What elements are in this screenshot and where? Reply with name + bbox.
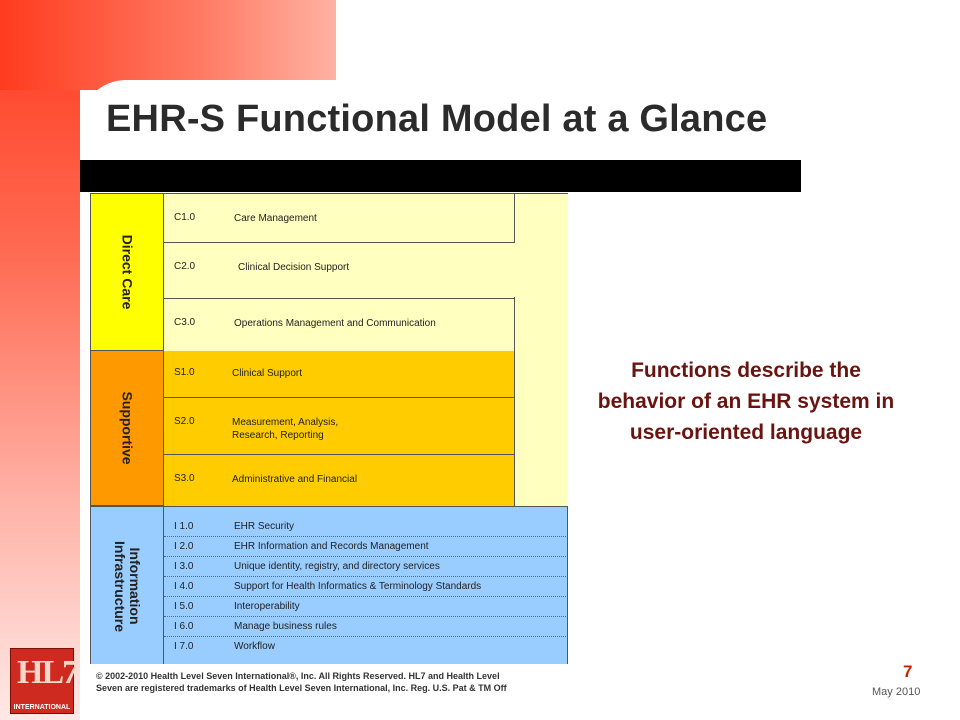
function-row-c2: C2.0 Clinical Decision Support <box>164 243 567 297</box>
function-name: Unique identity, registry, and directory… <box>234 561 440 572</box>
information-infrastructure-group: Information Infrastructure <box>91 506 567 664</box>
function-name: Manage business rules <box>234 621 337 632</box>
function-name: EHR Security <box>234 521 295 532</box>
function-row-i6: I 6.0 Manage business rules <box>164 617 566 637</box>
function-code: S1.0 <box>174 367 195 378</box>
function-name: Clinical Support <box>232 368 303 379</box>
copyright-notice: © 2002-2010 Health Level Seven Internati… <box>96 671 507 693</box>
function-row-i1: I 1.0 EHR Security <box>164 517 566 537</box>
function-row-i3: I 3.0 Unique identity, registry, and dir… <box>164 557 566 577</box>
function-row-i2: I 2.0 EHR Information and Records Manage… <box>164 537 566 557</box>
function-code: I 7.0 <box>174 641 194 652</box>
hl7-logo-mark: HL7 <box>17 654 79 691</box>
page-number: 7 <box>903 662 913 681</box>
information-infrastructure-label: Information Infrastructure <box>91 507 164 664</box>
function-row-s1: S1.0 Clinical Support <box>164 351 514 398</box>
left-gradient-band <box>0 0 80 720</box>
slide-title: EHR-S Functional Model at a Glance <box>106 98 768 140</box>
function-name: Measurement, Analysis, Research, Reporti… <box>232 417 339 441</box>
functional-model-diagram: Direct Care Supportive C1.0 Care Managem… <box>90 193 568 664</box>
slide-date: May 2010 <box>872 686 921 698</box>
function-code: S3.0 <box>174 473 195 484</box>
function-code: I 1.0 <box>174 521 194 532</box>
function-row-c1: C1.0 Care Management <box>164 194 514 243</box>
function-code: I 2.0 <box>174 541 194 552</box>
hl7-logo-subtitle: INTERNATIONAL <box>13 704 71 711</box>
information-infrastructure-label-text: Information Infrastructure <box>112 540 143 632</box>
model-right-column <box>514 194 568 506</box>
function-name: Care Management <box>234 213 317 224</box>
function-name: Support for Health Informatics & Termino… <box>234 581 482 592</box>
function-name: Interoperability <box>234 601 300 612</box>
direct-care-label-text: Direct Care <box>119 234 136 310</box>
function-row-i4: I 4.0 Support for Health Informatics & T… <box>164 577 566 597</box>
function-code: I 3.0 <box>174 561 194 572</box>
function-name: Clinical Decision Support <box>238 262 350 273</box>
function-name: Operations Management and Communication <box>234 318 436 329</box>
function-name: Administrative and Financial <box>232 474 358 485</box>
function-code: C3.0 <box>174 317 196 328</box>
function-row-c3: C3.0 Operations Management and Communica… <box>164 298 514 352</box>
function-name: Workflow <box>234 641 275 652</box>
title-underline-bar <box>80 160 801 192</box>
function-row-s2: S2.0 Measurement, Analysis, Research, Re… <box>164 398 514 455</box>
hl7-logo: HL7 INTERNATIONAL <box>10 648 79 714</box>
function-name: EHR Information and Records Management <box>234 541 429 552</box>
function-code: C2.0 <box>174 261 196 272</box>
top-gradient-band <box>0 0 336 90</box>
function-code: S2.0 <box>174 416 195 427</box>
supportive-label: Supportive <box>91 351 164 505</box>
supportive-label-text: Supportive <box>119 391 136 465</box>
callout-text: Functions describe the behavior of an EH… <box>597 359 895 444</box>
function-row-s3: S3.0 Administrative and Financial <box>164 455 514 506</box>
function-code: I 4.0 <box>174 581 194 592</box>
function-row-i5: I 5.0 Interoperability <box>164 597 566 617</box>
function-row-i7: I 7.0 Workflow <box>164 637 566 656</box>
function-code: I 5.0 <box>174 601 194 612</box>
direct-care-label: Direct Care <box>91 194 164 350</box>
function-code: I 6.0 <box>174 621 194 632</box>
function-code: C1.0 <box>174 212 196 223</box>
